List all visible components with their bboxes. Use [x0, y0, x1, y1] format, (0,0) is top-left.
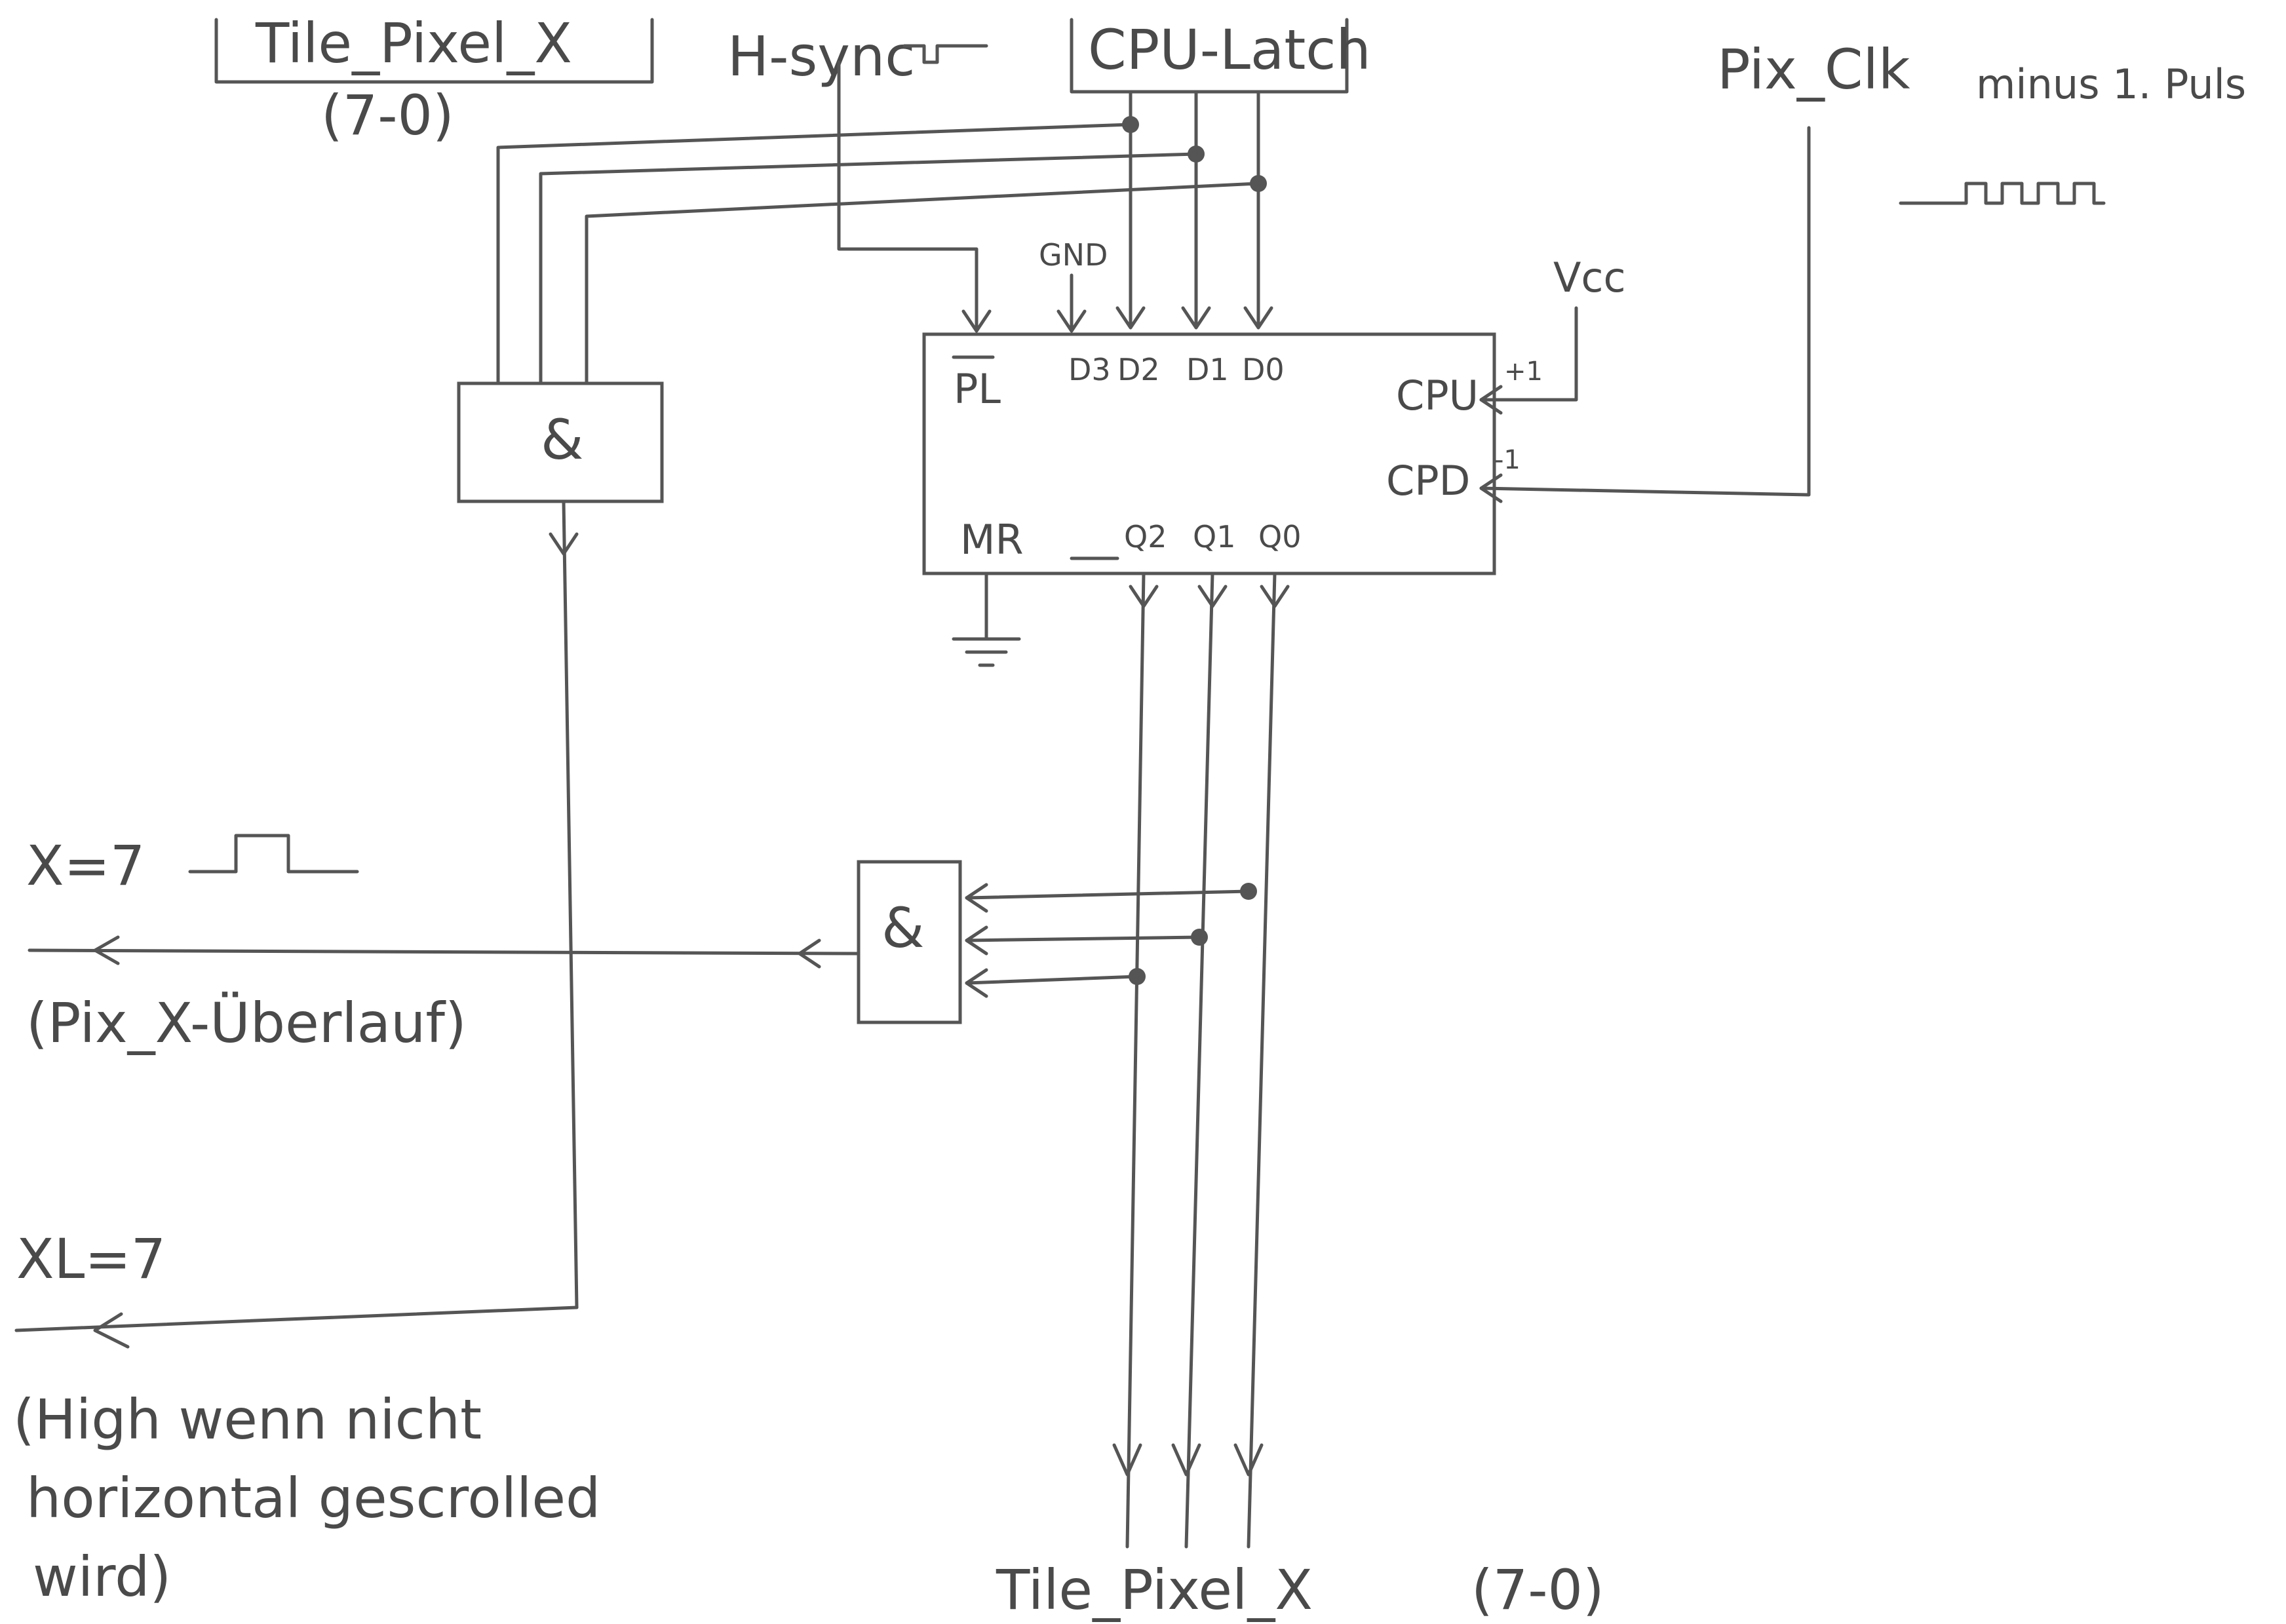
tile-pixel-x-top-range: (7-0)	[321, 83, 454, 147]
x7-note: (Pix_X-Überlauf)	[26, 991, 467, 1055]
pin-cpu-mark: +1	[1504, 357, 1543, 387]
pin-cpd-mark: -1	[1494, 445, 1521, 475]
pin-q2-label: Q2	[1124, 519, 1167, 554]
q-output-bus	[965, 571, 1290, 1549]
pix-clk-note: minus 1. Puls	[1976, 60, 2246, 108]
and-gate-top: &	[14, 381, 664, 1349]
x7-pulse-icon	[188, 834, 359, 874]
xl7-note-line2: horizontal gescrolled	[26, 1466, 600, 1530]
pix-clk-pulse-icon	[1899, 182, 2106, 205]
pin-d3-label: D3	[1068, 352, 1111, 387]
pin-mr-label: MR	[960, 516, 1024, 564]
pin-pl-label: PL	[954, 365, 1001, 413]
mr-ground	[952, 571, 1021, 667]
tile-pixel-x-bottom-label: Tile_Pixel_X (7-0)	[996, 1558, 1604, 1622]
xl7-text: XL=7	[16, 1227, 166, 1291]
counter-chip: PL D3 D2 D1 D0 CPU CPD +1 -1 MR Q2 Q1 Q0	[922, 332, 1543, 575]
x7-output: X=7 (Pix_X-Überlauf)	[26, 834, 467, 1055]
cpu-latch-text: CPU-Latch	[1088, 18, 1371, 82]
pin-d0-label: D0	[1242, 352, 1285, 387]
and-gate-lower-symbol: &	[881, 896, 925, 960]
hsync-pulse-icon	[902, 44, 988, 64]
hsync-wire	[837, 60, 992, 333]
pix-clk-wire	[1479, 126, 1811, 503]
vcc-text: Vcc	[1553, 254, 1626, 301]
tile-pixel-x-bottom-text: Tile_Pixel_X	[996, 1558, 1313, 1622]
and-gate-top-symbol: &	[541, 408, 584, 472]
x7-text: X=7	[26, 834, 145, 898]
gnd-input: GND	[1039, 237, 1108, 333]
tile-pixel-x-top-label: Tile_Pixel_X (7-0)	[214, 11, 654, 147]
hsync-text: H-sync	[727, 24, 915, 88]
gnd-text: GND	[1039, 237, 1108, 273]
pix-clk-label: Pix_Clk minus 1. Puls	[1717, 37, 2246, 205]
tile-pixel-x-bottom-range: (7-0)	[1471, 1558, 1604, 1622]
pin-d2-label: D2	[1117, 352, 1160, 387]
pin-q0-label: Q0	[1258, 519, 1301, 554]
and-gate-lower: &	[28, 860, 962, 1024]
xl7-note-line1: (High wenn nicht	[13, 1387, 482, 1452]
pin-cpd-label: CPD	[1386, 457, 1470, 505]
cpu-latch-label: CPU-Latch	[1070, 18, 1371, 94]
pin-q1-label: Q1	[1193, 519, 1235, 554]
xl7-note-line3: wird)	[33, 1545, 171, 1609]
xl7-output: XL=7 (High wenn nicht horizontal gescrol…	[13, 1227, 600, 1609]
tile-pixel-x-top-text: Tile_Pixel_X	[255, 11, 572, 75]
cpu-latch-bus	[496, 90, 1273, 385]
pin-d1-label: D1	[1186, 352, 1229, 387]
hsync-label: H-sync	[727, 24, 988, 88]
pin-cpu-label: CPU	[1396, 372, 1479, 419]
vcc-input: Vcc	[1479, 254, 1626, 415]
pix-clk-text: Pix_Clk	[1717, 37, 1910, 102]
